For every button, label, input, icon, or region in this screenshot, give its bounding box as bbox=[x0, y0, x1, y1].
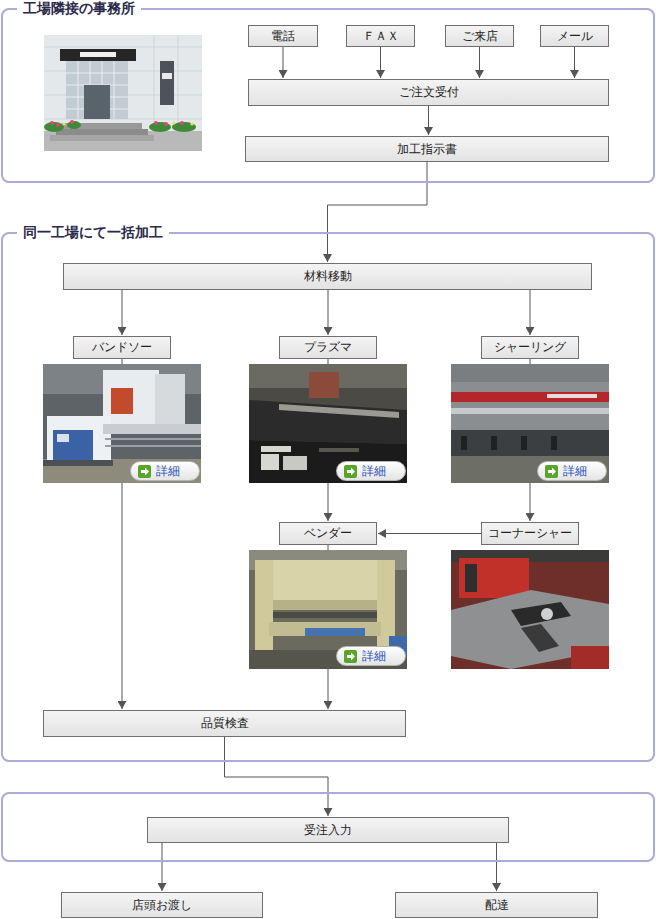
process-box: 材料移動 bbox=[63, 263, 592, 290]
box-label: プラズマ bbox=[304, 340, 352, 355]
box-label: ベンダー bbox=[304, 526, 352, 541]
box-label: コーナーシャー bbox=[488, 526, 572, 541]
box-label: 材料移動 bbox=[304, 269, 352, 284]
office-photo bbox=[44, 35, 202, 151]
box-label: ＦＡＸ bbox=[363, 29, 399, 44]
process-box: 店頭お渡し bbox=[61, 892, 263, 918]
arrow-icon-glyph bbox=[344, 650, 357, 663]
arrow-icon-glyph bbox=[545, 465, 558, 478]
flow-arrow bbox=[530, 290, 531, 335]
detail-link: 詳細 bbox=[563, 464, 587, 478]
process-box: 電話 bbox=[248, 25, 318, 47]
box-label: メール bbox=[557, 29, 593, 44]
process-box: 配達 bbox=[395, 892, 598, 918]
process-box: ご来店 bbox=[445, 25, 514, 47]
flow-arrow bbox=[428, 106, 429, 135]
flow-arrow bbox=[496, 843, 497, 891]
process-box: ご注文受付 bbox=[248, 79, 609, 106]
arrow-icon bbox=[545, 465, 558, 478]
arrow-icon-glyph bbox=[344, 465, 357, 478]
arrow-icon bbox=[344, 650, 357, 663]
box-label: バンドソー bbox=[92, 340, 152, 355]
detail-button: 詳細 bbox=[537, 461, 607, 481]
process-box: バンドソー bbox=[73, 336, 171, 359]
region-panel: 同一工場にて一括加工材料移動バンドソープラズマシャーリングベンダーコーナーシャー… bbox=[1, 232, 655, 762]
detail-link: 詳細 bbox=[362, 464, 386, 478]
box-label: 電話 bbox=[271, 29, 295, 44]
process-box: メール bbox=[540, 25, 609, 47]
box-label: 加工指示書 bbox=[397, 142, 457, 157]
flow-arrow bbox=[122, 290, 123, 335]
flow-arrow bbox=[328, 162, 428, 262]
box-label: 店頭お渡し bbox=[132, 898, 192, 913]
region-panel: 工場隣接の事務所電話ＦＡＸご来店メールご注文受付加工指示書 bbox=[1, 8, 655, 183]
process-box: 加工指示書 bbox=[245, 136, 609, 162]
panel-title: 工場隣接の事務所 bbox=[17, 0, 141, 19]
arrow-icon bbox=[344, 465, 357, 478]
flow-arrow bbox=[283, 47, 284, 78]
corner-shear-photo bbox=[451, 550, 609, 669]
arrow-icon-glyph bbox=[138, 465, 151, 478]
detail-link: 詳細 bbox=[362, 649, 386, 663]
box-label: 品質検査 bbox=[201, 716, 249, 731]
flow-arrow bbox=[574, 47, 575, 78]
flow-arrow bbox=[328, 290, 329, 335]
detail-button: 詳細 bbox=[130, 461, 200, 481]
process-box: シャーリング bbox=[481, 336, 579, 359]
box-label: 受注入力 bbox=[304, 823, 352, 838]
arrow-icon bbox=[138, 465, 151, 478]
flow-arrow bbox=[162, 843, 163, 891]
process-box: 受注入力 bbox=[147, 817, 509, 843]
process-box: プラズマ bbox=[279, 336, 377, 359]
box-label: ご来店 bbox=[462, 29, 498, 44]
detail-button: 詳細 bbox=[336, 646, 406, 666]
detail-link: 詳細 bbox=[156, 464, 180, 478]
process-box: ＦＡＸ bbox=[346, 25, 415, 47]
flow-arrow bbox=[479, 47, 480, 78]
process-box: コーナーシャー bbox=[481, 522, 579, 545]
panel-title: 同一工場にて一括加工 bbox=[17, 223, 169, 243]
box-label: シャーリング bbox=[494, 340, 566, 355]
box-label: ご注文受付 bbox=[399, 85, 459, 100]
detail-button: 詳細 bbox=[336, 461, 406, 481]
process-box: 品質検査 bbox=[43, 710, 406, 737]
flow-arrow bbox=[380, 47, 381, 78]
flow-arrow bbox=[225, 737, 329, 816]
flow-arrow bbox=[378, 533, 481, 534]
box-label: 配達 bbox=[485, 898, 509, 913]
process-box: ベンダー bbox=[279, 522, 377, 545]
